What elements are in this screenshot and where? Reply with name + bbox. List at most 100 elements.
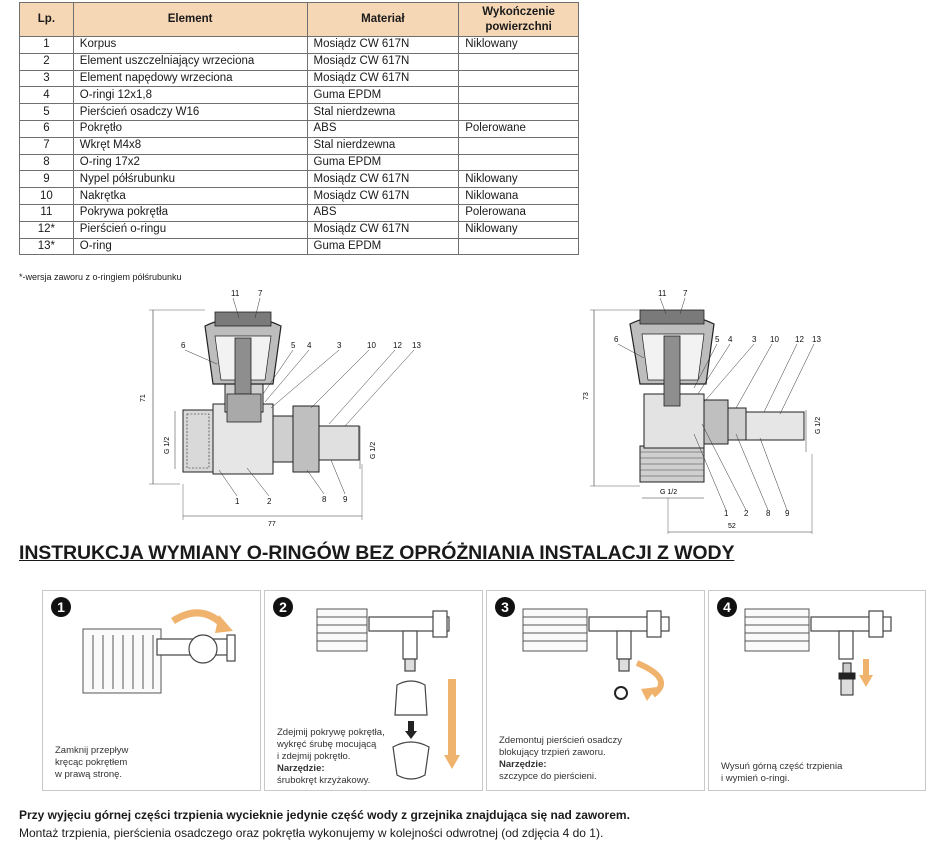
instruction-heading: INSTRUKCJA WYMIANY O-RINGÓW BEZ OPRÓŻNIA…	[19, 542, 735, 564]
cell-element: Nypel półśrubunku	[72, 170, 308, 189]
cell-lp: 8	[19, 153, 74, 172]
cell-lp: 6	[19, 119, 74, 138]
note-warning: Przy wyjęciu górnej części trzpienia wyc…	[19, 808, 630, 822]
cell-material: ABS	[306, 203, 460, 222]
cell-finish	[458, 69, 579, 88]
angle-valve-drawing: 73 52 G 1/2 G 1/2 11 7 6 5 4 3 10	[580, 284, 850, 534]
cell-lp: 3	[19, 69, 74, 88]
angle-dim-height-label: 73	[583, 392, 590, 400]
radiator-illustration	[82, 628, 162, 694]
svg-text:12: 12	[393, 341, 402, 350]
cell-finish	[458, 103, 579, 121]
callouts: 11 7 6 5 4 3 10 12 13 1 2 8 9	[181, 289, 421, 506]
cell-material: Mosiądz CW 617N	[306, 52, 460, 71]
rotate-arrow-icon	[171, 609, 233, 633]
step-1: 1 Zamknij przepływ kręcąc pokrętłem w pr…	[42, 590, 261, 791]
cell-element: Nakrętka	[72, 187, 308, 205]
svg-text:7: 7	[683, 289, 688, 298]
screwdriver-icon	[405, 721, 417, 739]
cell-material: Guma EPDM	[306, 153, 460, 172]
handle-illustration	[392, 741, 430, 780]
cell-element: Element uszczelniający wrzeciona	[72, 52, 308, 71]
cell-lp: 2	[19, 52, 74, 71]
cell-finish: Niklowana	[458, 187, 579, 205]
svg-text:2: 2	[267, 497, 272, 506]
angle-dim-width-label: 52	[728, 523, 736, 530]
cell-material: Mosiądz CW 617N	[306, 220, 460, 239]
step-2-text: Zdejmij pokrywę pokrętła, wykręć śrubę m…	[277, 727, 385, 786]
svg-text:5: 5	[291, 341, 296, 350]
svg-text:3: 3	[337, 341, 342, 350]
cell-material: Mosiądz CW 617N	[306, 187, 460, 205]
cell-element: Pierścień o-ringu	[72, 220, 308, 239]
svg-text:4: 4	[728, 335, 733, 344]
handle-cover-illustration	[394, 680, 428, 716]
step-number: 2	[273, 597, 293, 617]
step-4-text: Wysuń górną część trzpienia i wymień o-r…	[721, 761, 843, 784]
cell-lp: 13*	[19, 237, 74, 256]
cell-finish: Polerowane	[458, 119, 579, 138]
cell-lp: 12*	[19, 220, 74, 239]
step-3: 3 Zdemontuj pierścień osadczy blokujący …	[486, 590, 705, 791]
svg-text:13: 13	[412, 341, 421, 350]
cell-material: Mosiądz CW 617N	[306, 36, 460, 54]
cell-lp: 5	[19, 103, 74, 121]
cell-material: Guma EPDM	[306, 237, 460, 256]
step-3-text: Zdemontuj pierścień osadczy blokujący tr…	[499, 735, 623, 782]
cell-material: Stal nierdzewna	[306, 103, 460, 121]
cell-material: Mosiądz CW 617N	[306, 170, 460, 189]
parts-table: Lp. Element Materiał Wykończenie powierz…	[19, 2, 579, 256]
valve-illustration	[156, 634, 236, 664]
cell-element: Korpus	[72, 36, 308, 54]
step-2: 2 Zdejmij pokrywę pokrętła, wykręć śrubę…	[264, 590, 483, 791]
table-header-row: Lp. Element Materiał Wykończenie powierz…	[19, 2, 579, 37]
cell-element: O-ring 17x2	[72, 153, 308, 172]
svg-text:10: 10	[770, 335, 779, 344]
thread-right-label: G 1/2	[370, 442, 377, 459]
svg-text:9: 9	[785, 509, 790, 518]
cell-finish	[458, 136, 579, 155]
svg-text:1: 1	[235, 497, 240, 506]
cell-finish	[458, 86, 579, 105]
cell-finish	[458, 52, 579, 71]
svg-text:11: 11	[231, 289, 240, 298]
svg-text:11: 11	[658, 289, 667, 298]
cell-element: Pokrywa pokrętła	[72, 203, 308, 222]
svg-text:6: 6	[614, 335, 619, 344]
cell-element: O-ring	[72, 237, 308, 256]
thread-left-label: G 1/2	[164, 437, 171, 454]
cell-lp: 4	[19, 86, 74, 105]
step-4: 4 Wysuń górną część trzpienia i wymień o…	[708, 590, 926, 791]
step-number: 3	[495, 597, 515, 617]
svg-text:7: 7	[258, 289, 263, 298]
radiator-illustration	[316, 608, 368, 652]
svg-text:3: 3	[752, 335, 757, 344]
svg-text:8: 8	[766, 509, 771, 518]
cell-lp: 9	[19, 170, 74, 189]
retaining-ring-illustration	[614, 686, 628, 700]
footnote: *-wersja zaworu z o-ringiem półśrubunku	[19, 272, 182, 282]
cell-finish: Niklowany	[458, 220, 579, 239]
cell-element: Element napędowy wrzeciona	[72, 69, 308, 88]
svg-text:5: 5	[715, 335, 720, 344]
header-finish: Wykończenie powierzchni	[458, 2, 579, 37]
step-1-text: Zamknij przepływ kręcąc pokrętłem w praw…	[55, 745, 129, 780]
svg-text:8: 8	[322, 495, 327, 504]
step-number: 4	[717, 597, 737, 617]
cell-finish	[458, 153, 579, 172]
header-material: Materiał	[306, 2, 460, 37]
cell-material: Stal nierdzewna	[306, 136, 460, 155]
curved-arrow-icon	[635, 660, 665, 701]
cell-material: ABS	[306, 119, 460, 138]
